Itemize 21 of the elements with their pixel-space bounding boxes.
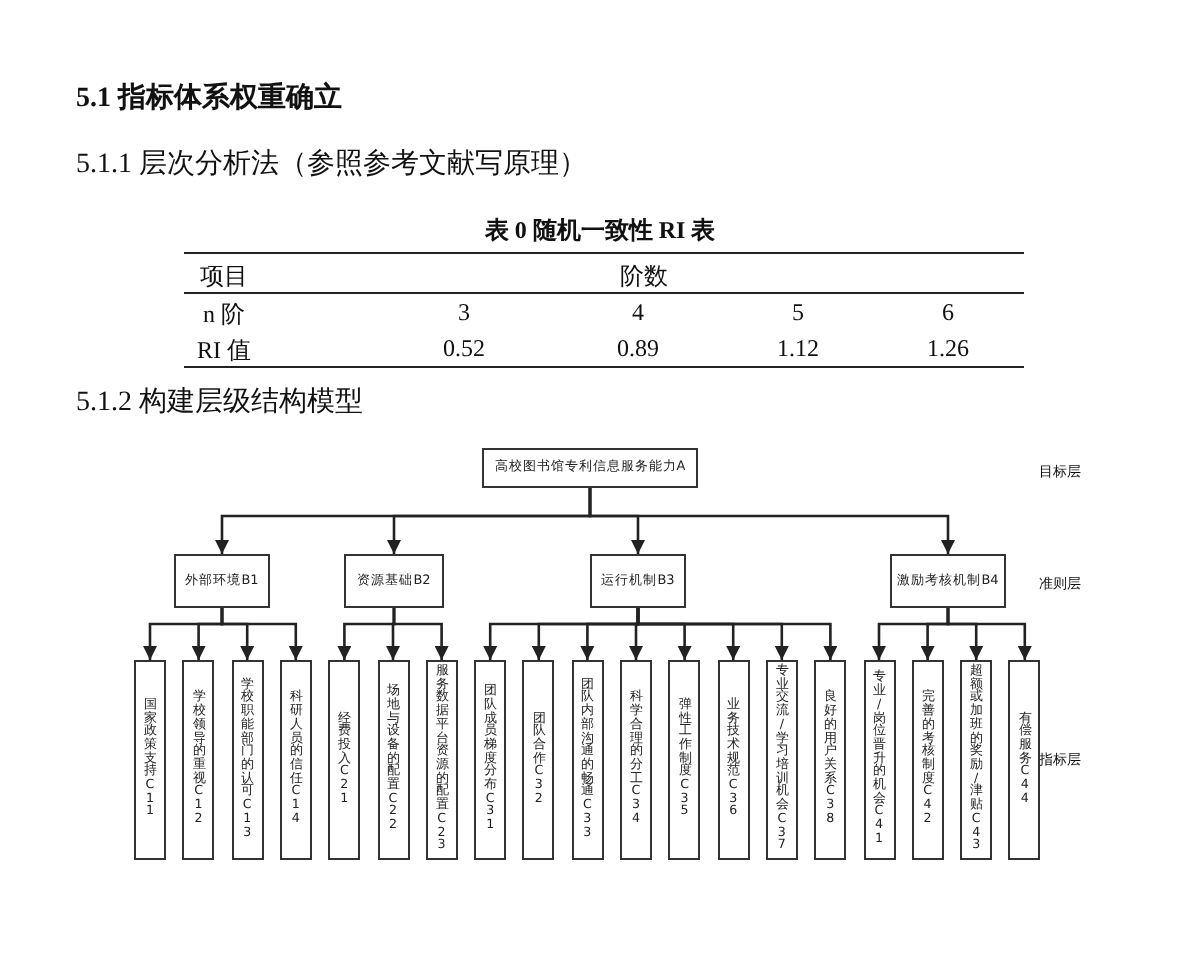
value-text: 0.52 <box>443 334 485 364</box>
table-caption: 表 0 随机一致性 RI 表 <box>484 214 716 248</box>
value-text: 3 <box>458 298 470 328</box>
section-heading: 5.1 指标体系权重确立 <box>76 80 342 116</box>
value-text: 1.12 <box>777 334 819 364</box>
subsection-heading: 5.1.2 构建层级结构模型 <box>76 385 363 420</box>
arrow <box>588 488 955 554</box>
row-header: RI 值 <box>197 334 251 368</box>
arrow <box>946 608 1032 660</box>
value-text: 1.26 <box>927 334 969 364</box>
value-text: 4 <box>632 298 644 328</box>
value-text: 0.89 <box>617 334 659 364</box>
row-header: n 阶 <box>203 298 245 332</box>
subsection-heading: 5.1.1 层次分析法（参照参考文献写原理） <box>76 146 587 182</box>
column-header: 阶数 <box>620 260 668 294</box>
value-text: 6 <box>942 298 954 328</box>
arrow <box>220 608 303 660</box>
arrow <box>392 608 449 660</box>
arrow <box>636 608 838 660</box>
column-header: 项目 <box>200 260 248 294</box>
value-text: 5 <box>792 298 804 328</box>
